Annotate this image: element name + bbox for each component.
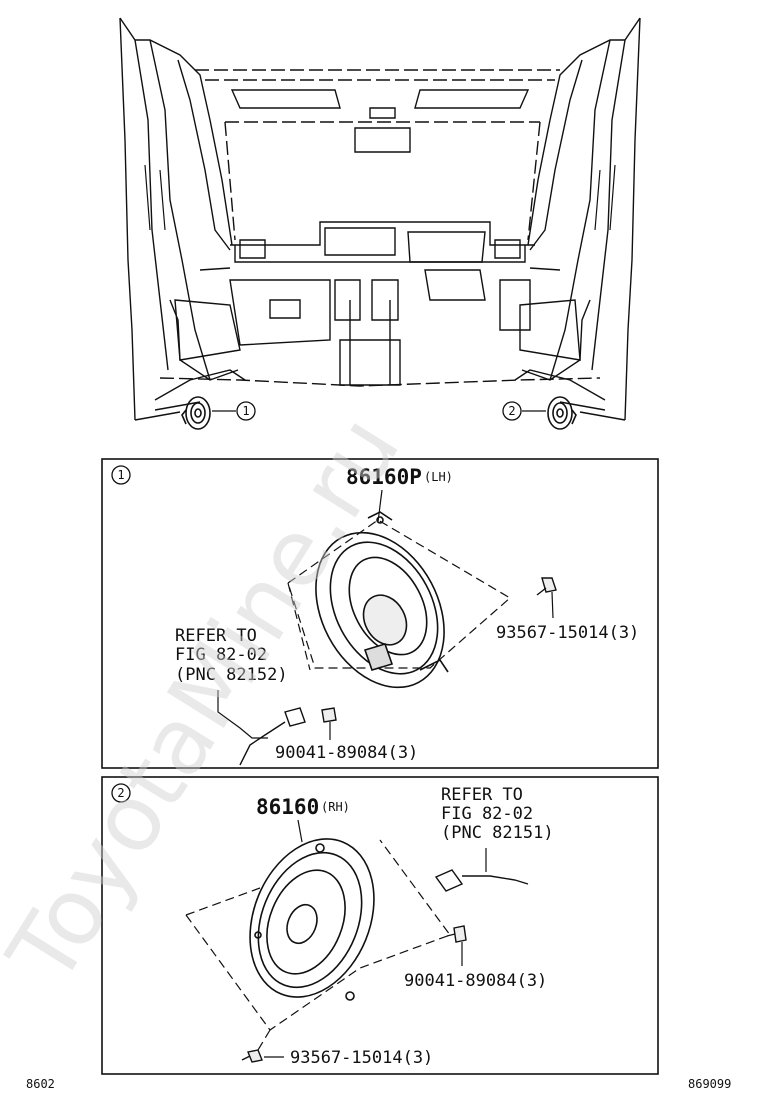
panel-lh-refer-line-1: REFER TO <box>175 626 257 646</box>
panel-lh-frame <box>101 458 659 769</box>
panel-lh-side: (LH) <box>424 470 453 484</box>
callout-circle-2 <box>502 401 522 421</box>
panel-rh-side: (RH) <box>321 800 350 814</box>
watermark: ToyotaMine.ru <box>0 398 421 1003</box>
panel-lh-screw-label: 93567-15014(3) <box>496 623 639 643</box>
wire-harness-rh <box>434 869 529 892</box>
panel-rh-clip-label: 90041-89084(3) <box>404 971 547 991</box>
clip-rh-detail <box>446 925 467 943</box>
speaker-lh-detail <box>315 511 449 689</box>
panel-rh-refer-line-1: REFER TO <box>441 785 523 805</box>
panel-rh-index-circle <box>111 783 131 803</box>
speaker-rh-overview <box>547 396 577 430</box>
callout-label-2: 2 <box>508 404 515 418</box>
panel-rh-refer-line-3: (PNC 82151) <box>441 823 554 843</box>
callout-circle-1 <box>236 401 256 421</box>
footer-right-code: 869099 <box>688 1077 731 1091</box>
panel-rh-index: 2 <box>117 786 124 800</box>
wire-harness-lh <box>239 707 306 766</box>
panel-rh-refer-line-2: FIG 82-02 <box>441 804 533 824</box>
vehicle-interior-overview <box>119 17 641 421</box>
panel-lh-refer-line-3: (PNC 82152) <box>175 665 288 685</box>
panel-rh-part-number: 86160 <box>256 795 319 819</box>
callout-label-1: 1 <box>242 404 249 418</box>
screw-rh-detail <box>241 1049 263 1063</box>
panel-lh-part-number: 86160P <box>346 465 422 489</box>
panel-lh-clip-label: 90041-89084(3) <box>275 743 418 763</box>
screw-lh-detail <box>536 577 557 596</box>
panel-lh-index: 1 <box>117 468 124 482</box>
panel-lh-refer-line-2: FIG 82-02 <box>175 645 267 665</box>
panel-rh-screw-label: 93567-15014(3) <box>290 1048 433 1068</box>
panel-rh-frame <box>101 776 659 1075</box>
footer-left-code: 8602 <box>26 1077 55 1091</box>
speaker-lh-overview <box>181 396 211 430</box>
panel-lh-index-circle <box>111 465 131 485</box>
speaker-rh-detail <box>249 838 375 1001</box>
clip-lh-detail <box>321 707 337 723</box>
